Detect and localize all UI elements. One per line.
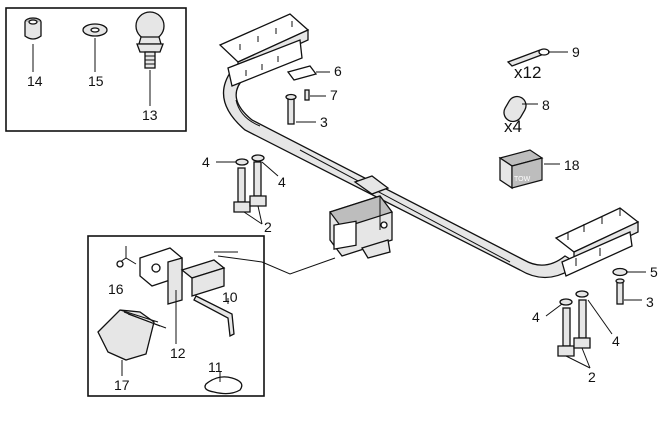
wiring-harness-part: [97, 309, 167, 361]
callout-4-b: 4: [278, 174, 286, 190]
receiver-cover-part: TOW: [498, 149, 544, 190]
callout-17: 17: [114, 377, 130, 393]
callout-18: 18: [564, 157, 580, 173]
callout-12: 12: [170, 345, 186, 361]
callout-13: 13: [142, 107, 158, 123]
callout-2-left: 2: [264, 219, 272, 235]
quantity-x4: x4: [504, 117, 522, 136]
receiver-tube: [329, 175, 393, 259]
callout-5: 5: [650, 264, 658, 280]
callout-10: 10: [222, 289, 238, 305]
hitch-ball-part: [135, 11, 165, 69]
callout-4-d: 4: [612, 333, 620, 349]
callout-15: 15: [88, 73, 104, 89]
safety-pin-part: [193, 295, 235, 337]
callout-14: 14: [27, 73, 43, 89]
right-carriage-bolts: [557, 267, 628, 357]
ball-mount-inset: 16 10 12 17 11: [87, 235, 265, 397]
callout-2-right: 2: [588, 369, 596, 385]
callout-9: 9: [572, 44, 580, 60]
strap-clamp-part: [204, 376, 243, 395]
ball-mount-kit-inset: 14 15 13: [5, 7, 187, 132]
callout-3-right: 3: [646, 294, 654, 310]
inset-frame: [5, 7, 187, 132]
callout-3-left: 3: [320, 114, 328, 130]
callout-4-c: 4: [532, 309, 540, 325]
callout-11: 11: [208, 359, 223, 375]
callout-16: 16: [108, 281, 124, 297]
pin-part: [506, 48, 550, 67]
ball-mount-part: [139, 247, 238, 305]
ball-mount-inset-frame: [87, 235, 265, 397]
callout-8: 8: [542, 97, 550, 113]
receiver-leader-line: [217, 255, 336, 275]
callout-4-a: 4: [202, 154, 210, 170]
hex-nut-part: [24, 17, 42, 40]
wire-leader-part: [116, 257, 137, 268]
callout-7: 7: [330, 87, 338, 103]
callout-6: 6: [334, 63, 342, 79]
left-carriage-bolts: [233, 65, 318, 213]
right-mounting-bracket: [554, 207, 640, 277]
lock-washer-part: [82, 23, 108, 37]
quantity-x12: x12: [514, 63, 541, 82]
receiver-cover-text: TOW: [514, 176, 531, 183]
left-mounting-bracket: [218, 13, 310, 87]
clip-part: [503, 95, 527, 123]
